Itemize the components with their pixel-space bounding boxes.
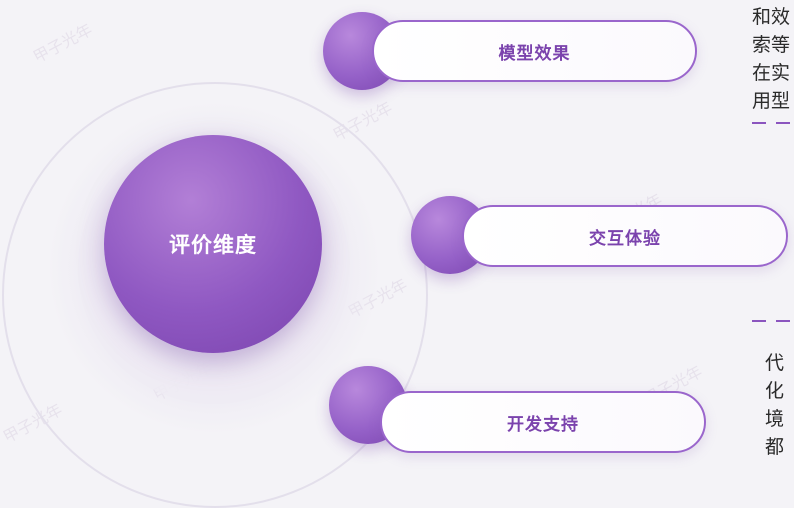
watermark: 甲子光年: [29, 19, 96, 67]
evaluation-diagram: 甲子光年 甲子光年 甲子光年 甲子光年 甲子光年 甲子光年 甲子光年 评价维度 …: [0, 6, 791, 508]
center-circle: 评价维度: [104, 135, 322, 353]
side-text-top-line-3: 在实: [752, 62, 791, 84]
divider-dash: [776, 122, 790, 124]
divider-dash: [752, 320, 766, 322]
divider-dash: [776, 320, 790, 322]
side-text-top-line-4: 用型: [752, 90, 791, 112]
side-text-top-line-2: 索等: [752, 34, 791, 56]
side-text-top-line-1: 和效: [752, 6, 791, 28]
center-label: 评价维度: [169, 233, 257, 257]
dimension-1-pill: 模型效果: [372, 20, 697, 82]
side-text-bottom-line-3: 境: [765, 408, 785, 430]
dimension-2-label: 交互体验: [589, 228, 661, 249]
divider-dash: [752, 122, 766, 124]
dimension-1-label: 模型效果: [498, 43, 571, 64]
dimension-2-pill: 交互体验: [462, 205, 788, 267]
side-text-bottom-line-2: 化: [765, 380, 785, 402]
dimension-3-pill: 开发支持: [380, 391, 706, 453]
side-text-bottom-line-4: 都: [765, 436, 785, 458]
side-text-bottom-line-1: 代: [765, 352, 785, 374]
dimension-3-label: 开发支持: [507, 414, 579, 435]
